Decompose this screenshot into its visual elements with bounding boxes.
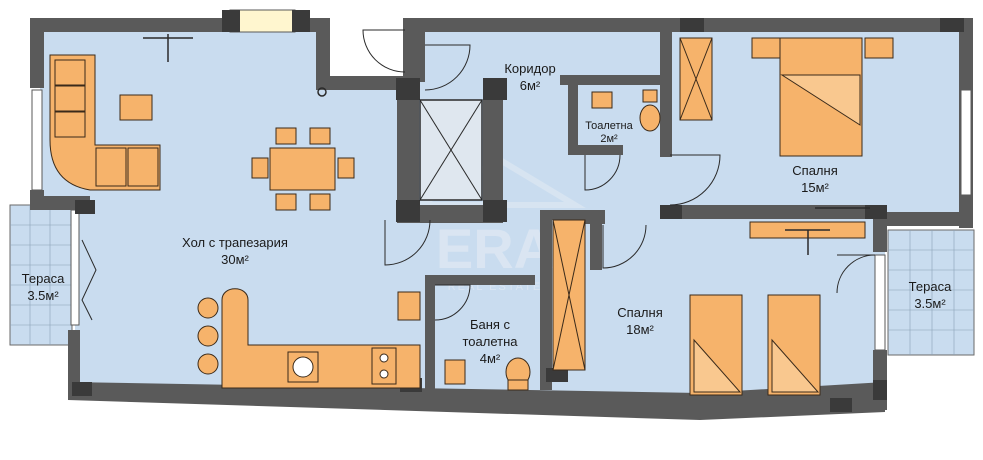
elevator-shaft-icon — [419, 99, 483, 201]
room-name: Хол с трапезария — [182, 235, 288, 250]
ceiling-lamp-icon — [143, 34, 870, 255]
room-name: Спалня — [617, 305, 663, 320]
room-area: 30м² — [221, 252, 249, 267]
bed-icon — [751, 37, 894, 157]
room-name: Тоалетна — [585, 120, 633, 132]
kitchen-counter — [221, 288, 421, 389]
room-label-wc: Тоалетна 2м² — [578, 120, 640, 146]
room-area: 2м² — [600, 133, 618, 145]
room-label-bedroom-1: Спалня 15м² — [770, 162, 860, 196]
room-name: Тераса — [908, 279, 952, 294]
furniture — [49, 37, 894, 396]
sofa-icon — [49, 54, 161, 191]
bar-stool-icon — [197, 297, 219, 375]
bed-icon — [689, 221, 866, 396]
door-swing-icon — [81, 29, 876, 321]
room-area: 4м² — [479, 351, 501, 366]
room-name: Тераса — [21, 271, 65, 286]
room-label-terrace-right: Тераса 3.5м² — [895, 278, 965, 312]
room-area: 3.5м² — [27, 288, 59, 303]
room-label-terrace-left: Тераса 3.5м² — [14, 270, 72, 304]
sink-icon — [287, 351, 319, 383]
walls — [30, 18, 973, 420]
room-name: Спалня — [792, 163, 838, 178]
stove-icon — [371, 347, 397, 385]
room-area: 3.5м² — [914, 296, 946, 311]
room-label-living: Хол с трапезария 30м² — [165, 234, 305, 268]
wardrobe-icon — [552, 37, 713, 371]
coffee-table — [119, 94, 153, 121]
room-area: 15м² — [801, 180, 829, 195]
terrace-right — [887, 229, 975, 356]
toilet-icon — [505, 89, 661, 391]
room-label-bath: Баня с тоалетна 4м² — [450, 316, 530, 367]
room-name: Коридор — [504, 61, 556, 76]
room-label-bedroom-2: Спалня 18м² — [595, 304, 685, 338]
room-name: Баня с тоалетна — [462, 317, 518, 349]
room-area: 18м² — [626, 322, 654, 337]
sink-icon — [444, 91, 613, 385]
terrace-left — [9, 204, 73, 346]
room-area: 6м² — [519, 78, 541, 93]
room-label-corridor: Коридор 6м² — [490, 60, 570, 94]
dining-table-icon — [251, 127, 355, 211]
svg-text:ERA: ERA — [436, 217, 554, 280]
